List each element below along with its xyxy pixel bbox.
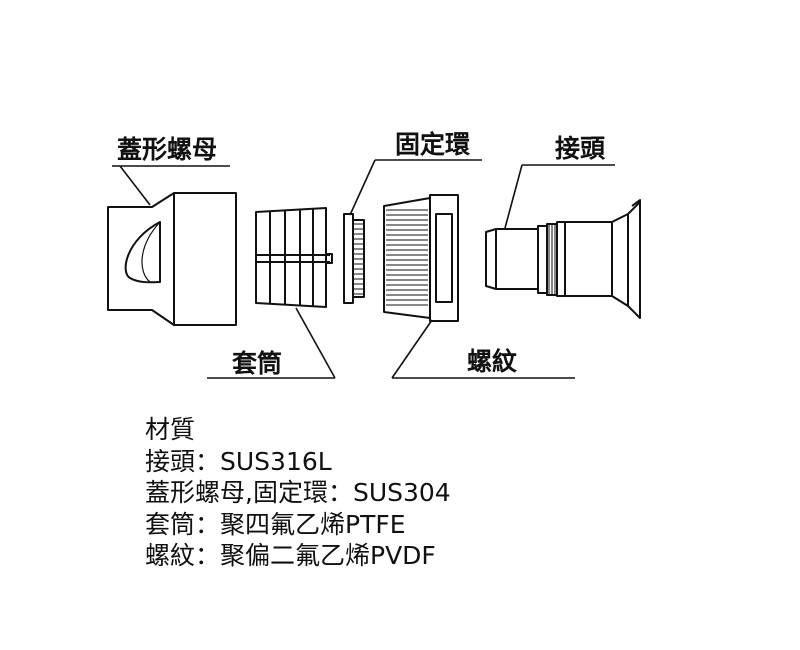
callout-retaining-ring: 固定環 (395, 130, 471, 159)
callout-thread: 螺紋 (467, 347, 517, 376)
callout-cap-nut: 蓋形螺母 (117, 135, 217, 164)
callout-sleeve: 套筒 (231, 349, 282, 378)
leader-lines (112, 159, 615, 379)
materials-list: 材質 接頭：SUS316L 蓋形螺母,固定環：SUS304 套筒：聚四氟乙烯PT… (145, 414, 451, 572)
sleeve-part (255, 207, 333, 308)
material-line-sleeve: 套筒：聚四氟乙烯PTFE (145, 509, 406, 539)
callout-connector: 接頭 (555, 134, 606, 163)
thread-part (383, 194, 459, 322)
material-line-cap-nut-ring: 蓋形螺母,固定環：SUS304 (145, 478, 451, 507)
connector-part (485, 199, 641, 319)
material-line-connector: 接頭：SUS316L (145, 446, 332, 476)
cap-nut-part (107, 192, 237, 326)
materials-heading: 材質 (145, 415, 196, 444)
retaining-ring-part (343, 213, 365, 304)
material-line-thread: 螺紋：聚偏二氟乙烯PVDF (145, 541, 436, 570)
